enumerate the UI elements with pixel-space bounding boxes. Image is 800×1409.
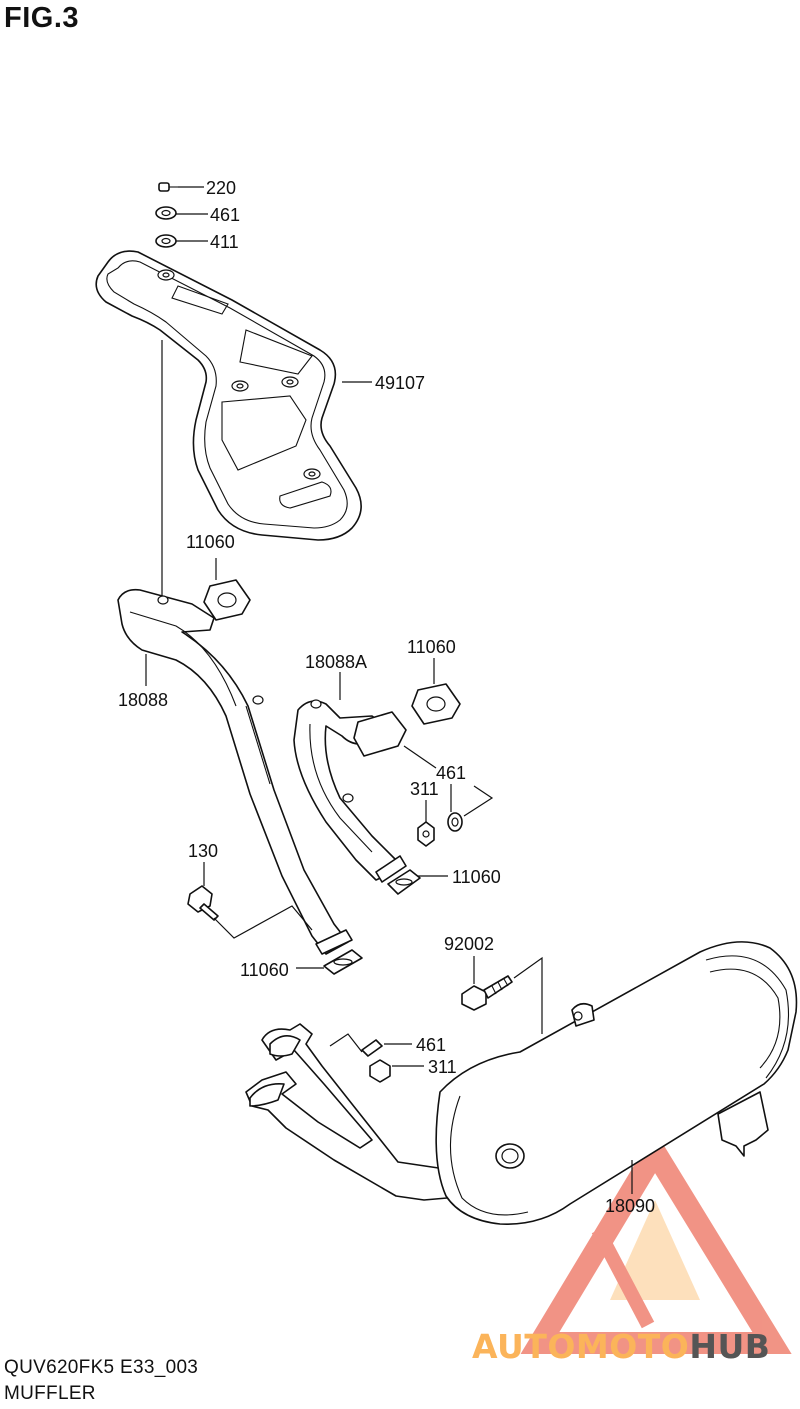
- watermark-logo: [520, 1130, 792, 1354]
- label-part-11060-c: 11060: [452, 867, 501, 887]
- model-code: QUV620FK5 E33_003: [4, 1357, 199, 1378]
- label-part-461-top: 461: [210, 205, 240, 225]
- exhaust-pipe-18088: [117, 588, 353, 955]
- bolt-130-icon: [187, 885, 219, 921]
- label-part-11060-b: 11060: [407, 637, 456, 657]
- label-part-18088a: 18088A: [305, 652, 367, 672]
- label-part-11060-a: 11060: [186, 532, 235, 552]
- label-part-130: 130: [188, 841, 218, 861]
- watermark-text: AUTOMOTOHUB: [472, 1327, 770, 1366]
- nut-311-mid-icon: [417, 821, 435, 847]
- watermark-word-hub: HUB: [689, 1327, 770, 1366]
- label-part-461-mid: 461: [436, 763, 466, 783]
- label-part-220: 220: [206, 178, 236, 198]
- label-part-92002: 92002: [444, 934, 494, 954]
- label-part-311-low: 311: [428, 1057, 457, 1077]
- label-part-49107: 49107: [375, 373, 425, 393]
- section-name: MUFFLER: [4, 1383, 96, 1404]
- gasket-11060-a-icon: [203, 579, 251, 621]
- label-part-18090: 18090: [605, 1196, 655, 1216]
- gasket-11060-c-icon: [387, 869, 421, 895]
- heat-shield-49107: [95, 250, 362, 541]
- exhaust-pipe-18088a: [293, 699, 407, 883]
- bolt-220-icon: [158, 182, 178, 192]
- bolt-92002-icon: [461, 975, 513, 1011]
- washer-411-icon: [155, 234, 177, 248]
- figure-title: FIG.3: [4, 2, 80, 34]
- label-part-11060-d: 11060: [240, 960, 289, 980]
- gasket-11060-d-icon: [323, 949, 363, 975]
- washer-461-low-icon: [361, 1039, 383, 1057]
- spring-washer-461-top-icon: [155, 206, 177, 220]
- watermark-word-automoto: AUTOMOTO: [472, 1327, 689, 1366]
- label-part-18088: 18088: [118, 690, 168, 710]
- label-part-461-low: 461: [416, 1035, 446, 1055]
- gasket-11060-b-icon: [411, 683, 461, 725]
- muffler-18090: [245, 941, 798, 1225]
- washer-461-mid-icon: [447, 812, 463, 832]
- label-part-311-mid: 311: [410, 779, 439, 799]
- label-part-411: 411: [210, 232, 239, 252]
- nut-311-low-icon: [369, 1059, 391, 1083]
